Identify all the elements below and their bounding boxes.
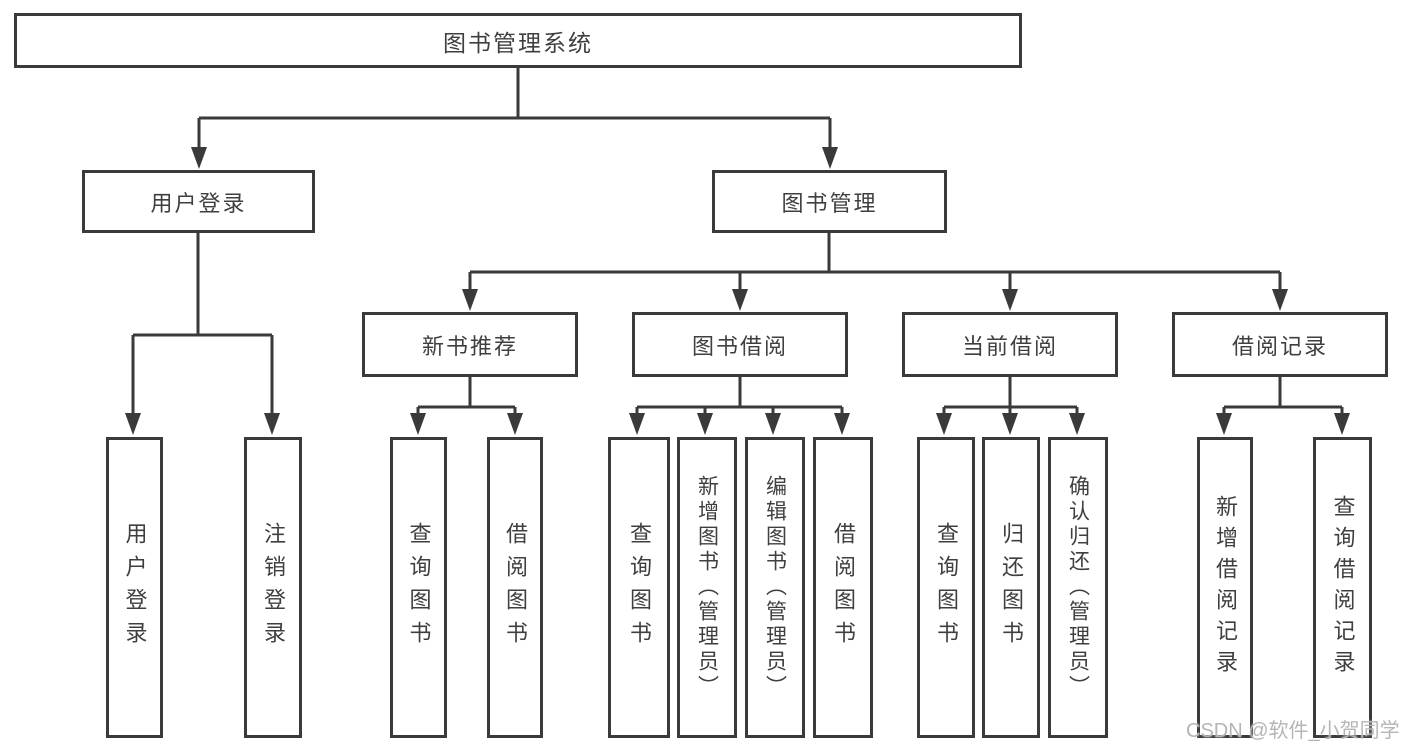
leaf-add-borrow-record: 新增借阅记录 [1197,437,1253,738]
leaf-borrow-books: 借阅图书 [813,437,873,738]
leaf-label: 借阅图书 [831,521,856,654]
leaf-label: 新增借阅记录 [1213,494,1238,681]
leaf-label: 用户登录 [122,521,148,654]
node-root-system: 图书管理系统 [14,13,1022,68]
leaf-query-borrow-record: 查询借阅记录 [1313,437,1372,738]
csdn-watermark: CSDN @软件_小贺同学 [1186,720,1400,742]
leaf-add-books-admin: 新增图书（管理员） [677,437,737,738]
leaf-label: 查询图书 [934,521,959,654]
leaf-label: 注销登录 [261,521,286,654]
node-current-borrowing: 当前借阅 [902,312,1118,377]
node-borrowing-records: 借阅记录 [1172,312,1388,377]
leaf-edit-books-admin: 编辑图书（管理员） [745,437,805,738]
leaf-label: 查询借阅记录 [1330,494,1356,681]
leaf-label: 归还图书 [999,521,1024,654]
leaf-logout: 注销登录 [244,437,302,738]
leaf-user-login: 用户登录 [106,437,163,738]
node-user-login: 用户登录 [82,170,315,233]
node-book-management: 图书管理 [712,170,947,233]
leaf-return-books: 归还图书 [982,437,1040,738]
leaf-label: 编辑图书（管理员） [763,475,787,700]
leaf-label: 确认归还（管理员） [1066,475,1090,700]
leaf-confirm-return-admin: 确认归还（管理员） [1048,437,1108,738]
leaf-label: 借阅图书 [503,521,528,654]
leaf-newbook-query-books: 查询图书 [390,437,447,738]
node-new-book-recommendation: 新书推荐 [362,312,578,377]
leaf-label: 查询图书 [627,521,652,654]
leaf-borrowing-query-books: 查询图书 [608,437,670,738]
leaf-label: 查询图书 [406,521,432,654]
leaf-current-query-books: 查询图书 [917,437,975,738]
leaf-newbook-borrow-books: 借阅图书 [487,437,543,738]
leaf-label: 新增图书（管理员） [695,475,719,700]
node-book-borrowing: 图书借阅 [632,312,848,377]
